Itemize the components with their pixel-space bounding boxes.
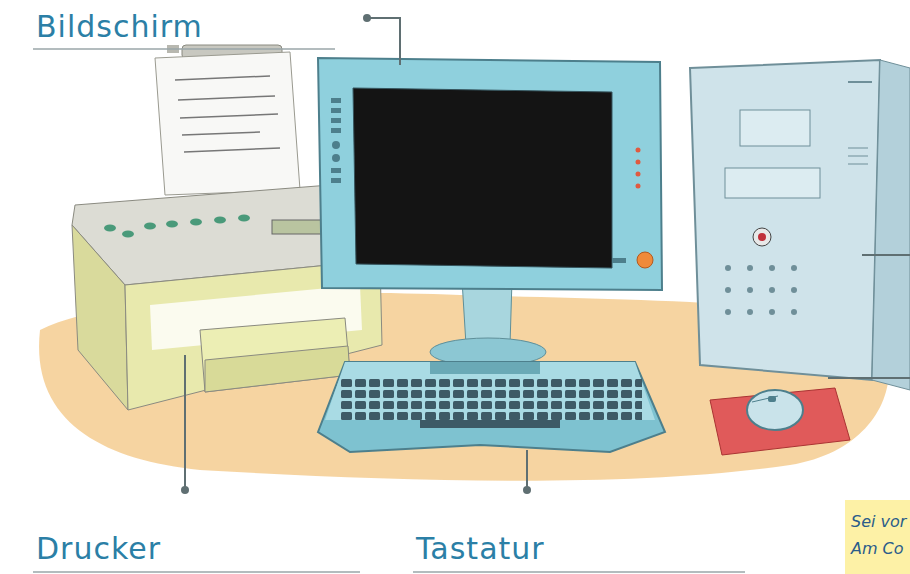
leader-lines xyxy=(185,18,910,490)
monitor-drawing xyxy=(318,58,662,366)
keyboard-drawing xyxy=(318,362,665,452)
label-underlines xyxy=(33,49,745,572)
tower-drawing xyxy=(690,60,910,390)
mouse-drawing xyxy=(710,388,850,455)
part-label: Bildschirm xyxy=(36,10,203,44)
note-box: Sei vor Am Co xyxy=(845,500,910,574)
leader-dots xyxy=(181,14,531,494)
part-label: Tastatur xyxy=(416,532,545,566)
part-label: Drucker xyxy=(36,532,161,566)
note-text: Sei vor Am Co xyxy=(851,508,910,562)
